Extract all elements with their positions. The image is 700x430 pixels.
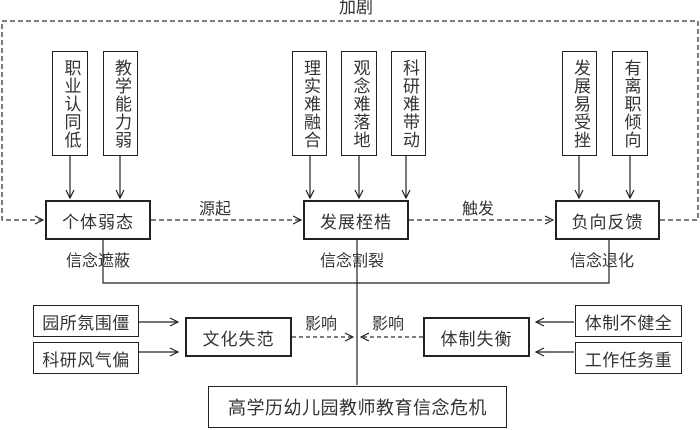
culture-box: 文化失范 (185, 317, 292, 357)
belief-label: 信念割裂 (320, 251, 385, 270)
culture-cause-box: 科研风气偏 (33, 342, 139, 374)
cause-box: 观念难落地 (341, 51, 377, 156)
system-cause-box: 体制不健全 (575, 305, 682, 337)
culture-cause-box: 园所氛围僵 (33, 305, 139, 337)
system-link-label: 影响 (372, 314, 405, 333)
stage-box-development: 发展桎梏 (303, 200, 409, 240)
cause-box: 有离职倾向 (612, 51, 648, 156)
culture-link-label: 影响 (305, 314, 338, 333)
system-cause-box: 工作任务重 (575, 342, 682, 374)
cause-box: 理实难融合 (292, 51, 327, 156)
stage-box-feedback: 负向反馈 (555, 200, 660, 240)
outcome-box: 高学历幼儿园教师教育信念危机 (208, 386, 507, 428)
stage-link-label-2: 触发 (462, 199, 495, 218)
cause-box: 职业认同低 (52, 51, 88, 156)
cause-box: 教学能力弱 (103, 51, 138, 156)
feedback-loop-line (1, 20, 699, 220)
stage-box-individual: 个体弱态 (45, 200, 151, 240)
system-box: 体制失衡 (423, 317, 530, 357)
stage-link-label-1: 源起 (199, 199, 232, 218)
feedback-label: 加剧 (339, 0, 373, 18)
cause-box: 科研难带动 (391, 51, 426, 156)
cause-arrows (70, 156, 630, 198)
belief-label: 信念遮蔽 (66, 251, 131, 270)
cause-box: 发展易受挫 (562, 51, 597, 156)
belief-label: 信念退化 (570, 251, 635, 270)
belief-converge-line (102, 240, 610, 284)
